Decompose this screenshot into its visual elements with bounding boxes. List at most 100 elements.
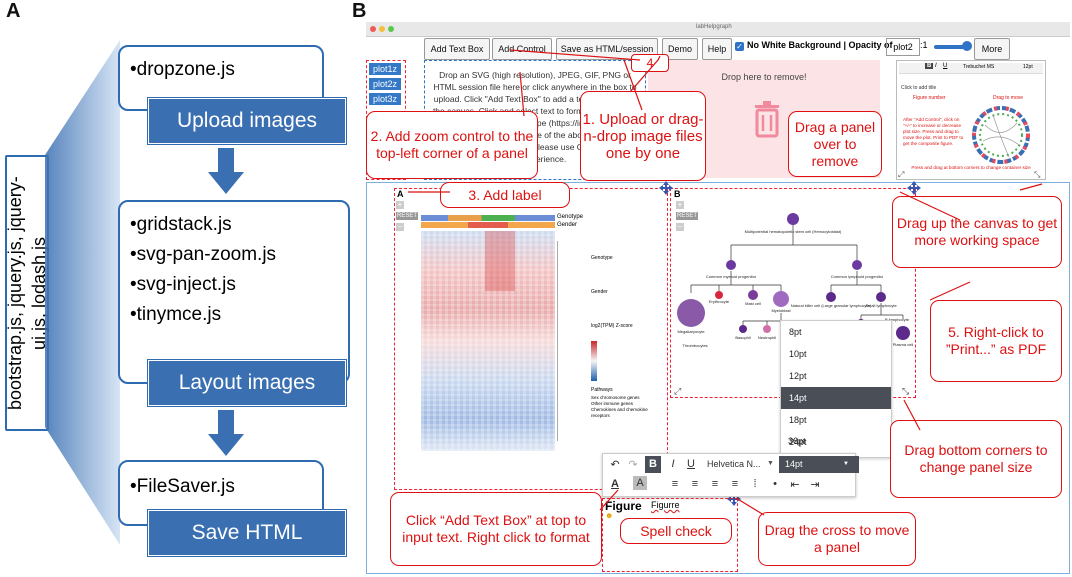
font-size-option[interactable]: 36pt: [788, 436, 806, 446]
checkbox-icon[interactable]: ✓: [735, 42, 744, 51]
heatmap-hotspot: [485, 231, 515, 291]
text-box-panel[interactable]: Figure Figurre ☻: [602, 498, 738, 572]
text-color-icon[interactable]: A: [611, 478, 619, 490]
lib-item: •dropzone.js: [130, 59, 235, 80]
plot-tab[interactable]: plot2z: [369, 78, 402, 90]
legend-pathways: Pathways: [591, 387, 613, 393]
node-neutro: Neutrophil: [758, 335, 776, 340]
save-html-band: Save HTML: [148, 510, 346, 556]
stage-layout-card: •gridstack.js •svg-pan-zoom.js •svg-inje…: [118, 200, 350, 384]
figure-text: Figure: [605, 499, 642, 513]
inner-panel-a-letter: A: [397, 189, 404, 199]
callout-print: 5. Right-click to ”Print...” as PDF: [930, 300, 1062, 382]
preview-size: 12pt: [1023, 64, 1033, 70]
indent-icon[interactable]: ⇥: [810, 479, 820, 491]
plot-tab[interactable]: plot1z: [369, 63, 402, 75]
font-size-option[interactable]: 24pt: [789, 437, 807, 447]
lib-item: •svg-inject.js: [130, 274, 236, 295]
move-cross-icon[interactable]: [727, 492, 741, 506]
genotype-bar: [421, 215, 555, 221]
help-button[interactable]: Help: [702, 38, 732, 60]
opacity-slider-track[interactable]: [934, 45, 968, 49]
canvas[interactable]: [366, 182, 1070, 574]
lib-item: •gridstack.js: [130, 214, 232, 235]
inner-panel-a[interactable]: A + RESET – Genotype Gender Genotype Gen…: [394, 188, 668, 490]
undo-icon[interactable]: ↶: [610, 459, 620, 471]
pathway-item: Other immune genes: [591, 401, 634, 406]
zoom-in-icon[interactable]: +: [396, 200, 404, 209]
highlight-icon[interactable]: A: [633, 476, 647, 490]
bold-icon[interactable]: B: [645, 456, 661, 473]
demo-button[interactable]: Demo: [662, 38, 698, 60]
maximize-dot[interactable]: [388, 26, 394, 32]
callout-pointers: [408, 49, 1043, 516]
gender-label: Gender: [557, 222, 578, 228]
node-small-lymph: Small lymphocyte: [865, 303, 897, 308]
node-plasma: Plasma cell: [893, 342, 914, 347]
opacity-suffix: :1: [920, 40, 928, 50]
font-size-option[interactable]: 10pt: [789, 349, 807, 359]
resize-handle-icon[interactable]: ⤡: [902, 386, 910, 396]
resize-handle-icon[interactable]: ⤢: [898, 170, 905, 179]
reset-button[interactable]: RESET: [676, 212, 698, 220]
preview-font: Trebuchet MS: [963, 64, 995, 70]
opacity-plot-select[interactable]: plot2: [886, 38, 920, 56]
add-text-box-button[interactable]: Add Text Box: [424, 38, 490, 60]
bold-icon: B: [925, 63, 934, 69]
zoom-out-icon[interactable]: –: [396, 222, 404, 231]
callout-4: 4: [631, 54, 669, 72]
align-right-icon[interactable]: ≡: [711, 478, 719, 490]
trash-icon: [755, 101, 779, 138]
node-mega: Megakaryocyte: [677, 329, 705, 334]
redo-icon[interactable]: ↷: [628, 459, 638, 471]
resize-handle-icon[interactable]: ⤡: [1034, 170, 1041, 179]
align-center-icon[interactable]: ≡: [691, 478, 699, 490]
remove-zone-text: Drop here to remove!: [721, 72, 807, 82]
italic-icon[interactable]: I: [671, 458, 675, 470]
legend-scale-label: log2(TPM) Z-score: [591, 323, 633, 329]
preview-toolbar: B I U Trebuchet MS 12pt: [899, 63, 1043, 74]
font-size-select[interactable]: 14pt: [779, 456, 859, 473]
outdent-icon[interactable]: ⇤: [790, 479, 800, 491]
node-erythrocyte: Erythrocyte: [709, 299, 730, 304]
frameworks-box: bootstrap.js, jquery.js, jquery-ui.js, l…: [5, 155, 49, 431]
underline-icon[interactable]: U: [687, 458, 695, 470]
resize-handle-icon[interactable]: ⤢: [674, 386, 682, 396]
font-size-option[interactable]: 12pt: [789, 371, 807, 381]
fan-shape: [45, 40, 120, 545]
font-size-dropdown[interactable]: 8pt 10pt 12pt 14pt 18pt 24pt: [780, 320, 892, 458]
more-button[interactable]: More: [974, 38, 1010, 60]
move-cross-icon[interactable]: [659, 181, 673, 195]
minimize-dot[interactable]: [379, 26, 385, 32]
close-dot[interactable]: [370, 26, 376, 32]
zoom-out-icon[interactable]: –: [676, 222, 684, 231]
callout-drag-remove: Drag a panel over to remove: [788, 111, 882, 177]
numbered-list-icon[interactable]: ⁞: [753, 478, 757, 490]
zoom-in-icon[interactable]: +: [676, 200, 684, 209]
opacity-slider-thumb[interactable]: [962, 41, 972, 51]
font-size-option[interactable]: 18pt: [789, 415, 807, 425]
add-control-button[interactable]: Add Control: [492, 38, 552, 60]
bullet-list-icon[interactable]: •: [773, 478, 777, 490]
chevron-down-icon[interactable]: ▼: [767, 460, 774, 467]
misspelled-word: Figurre: [651, 500, 680, 510]
align-left-icon[interactable]: ≡: [671, 478, 679, 490]
node-b-lymph: B lymphocyte: [885, 317, 910, 322]
reset-button[interactable]: RESET: [396, 212, 418, 220]
justify-icon[interactable]: ≡: [731, 478, 739, 490]
emoji-icon: ☻: [605, 511, 614, 520]
callout-drag-corners: Drag bottom corners to change panel size: [890, 420, 1062, 498]
plot-tab[interactable]: plot3z: [369, 93, 402, 105]
gene-label-lines: [557, 241, 580, 441]
callout-upload: 1. Upload or drag-n-drop image files one…: [580, 91, 706, 181]
heatmap: [421, 231, 555, 451]
node-myeloid: Common myeloid progenitor: [706, 274, 757, 279]
chevron-down-icon[interactable]: ▼: [843, 461, 849, 467]
font-family-select[interactable]: Helvetica N...: [707, 459, 761, 469]
callout-spell-check: Spell check: [620, 518, 732, 544]
down-arrow-icon: [208, 148, 244, 194]
font-size-option[interactable]: 8pt: [789, 327, 802, 337]
font-size-option-selected[interactable]: 14pt: [781, 387, 891, 409]
legend-gender: Gender: [591, 289, 608, 295]
move-cross-icon[interactable]: [907, 181, 921, 195]
